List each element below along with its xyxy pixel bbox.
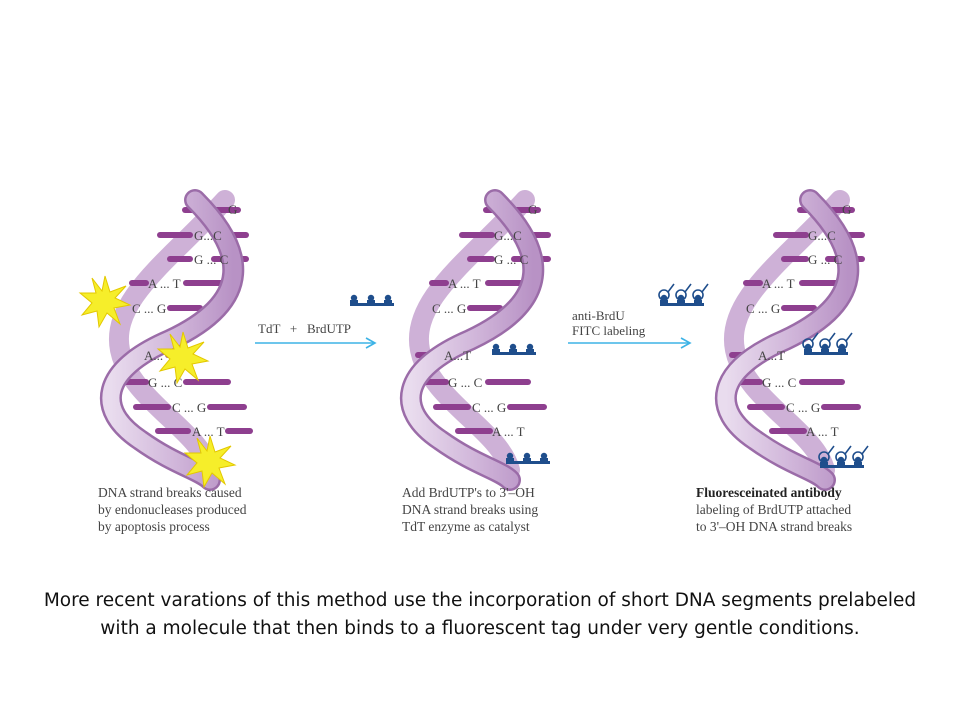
pair-label: G...C: [808, 228, 836, 243]
pair-label: C ... G: [132, 301, 166, 316]
pair-label: G ... C: [194, 252, 228, 267]
arrow-2-label-line1: anti-BrdU: [572, 308, 625, 323]
caption-1-line2: by endonucleases produced: [98, 502, 247, 517]
antibody-icon: [692, 283, 709, 301]
antibody-icon: [852, 445, 869, 463]
caption-3-line2: labeling of BrdUTP attached: [696, 502, 851, 517]
pair-label: A ... T: [762, 276, 795, 291]
brdutp-unit: [492, 343, 500, 355]
arrow-labels: TdT + BrdUTP anti-BrdU FITC labeling: [258, 308, 646, 338]
arrow-2-label-line2: FITC labeling: [572, 323, 646, 338]
pair-label: A ... T: [148, 276, 181, 291]
pair-label: G ... C: [762, 375, 796, 390]
panel-brdutp-added: G G...C G ... C A ... T C ... G A...T G …: [399, 189, 551, 491]
caption-2-line3: TdT enzyme as catalyst: [402, 519, 530, 534]
pair-label: C ... G: [746, 301, 780, 316]
starburst-icon: [78, 275, 132, 329]
brdutp-unit: [367, 294, 375, 306]
pair-label: G ... C: [808, 252, 842, 267]
panel-captions: DNA strand breaks caused by endonuclease…: [98, 485, 852, 534]
pair-label: G: [228, 202, 237, 217]
pair-label: A...T: [758, 348, 785, 363]
brdutp-unit: [350, 294, 358, 306]
caption-1-line1: DNA strand breaks caused: [98, 485, 242, 500]
base-pair-labels: G G...C G ... C A ... T C ... G A...T G …: [746, 202, 851, 439]
pair-label: G...C: [494, 228, 522, 243]
brdutp-unit: [526, 343, 534, 355]
base-pair-labels: G G...C G ... C A ... T C ... G A...T G …: [432, 202, 537, 439]
arrow-1: [255, 337, 377, 349]
pair-label: C ... G: [472, 400, 506, 415]
pair-label: C ... G: [172, 400, 206, 415]
pair-label: A ... T: [448, 276, 481, 291]
brdutp-unit: [523, 452, 531, 464]
pair-label: A...: [144, 348, 163, 363]
caption-3-bold: Fluoresceinated antibody: [696, 485, 842, 500]
pair-label: A ... T: [192, 424, 225, 439]
brdutp-unit: [540, 452, 548, 464]
pair-label: C ... G: [432, 301, 466, 316]
brdutp-nucleotides: [350, 294, 550, 464]
caption-3-line3: to 3'–OH DNA strand breaks: [696, 519, 852, 534]
caption-2-line1: Add BrdUTP's to 3'–OH: [402, 485, 535, 500]
pair-label: A ... T: [492, 424, 525, 439]
panel-fitc-labeled: G G...C G ... C A ... T C ... G A...T G …: [714, 189, 865, 491]
arrow-1-label: TdT + BrdUTP: [258, 321, 351, 336]
antibody-icon: [675, 283, 692, 301]
caption-2-line2: DNA strand breaks using: [402, 502, 538, 517]
brdutp-unit: [506, 452, 514, 464]
pair-label: G ... C: [448, 375, 482, 390]
starburst-icon: [183, 435, 237, 489]
antibody-icon: [818, 445, 835, 463]
caption-1-line3: by apoptosis process: [98, 519, 210, 534]
antibody-icon: [802, 332, 819, 350]
pair-label: G: [528, 202, 537, 217]
pair-label: C ... G: [786, 400, 820, 415]
antibody-icon: [819, 332, 836, 350]
antibody-icon: [836, 332, 853, 350]
pair-label: A...T: [444, 348, 471, 363]
pair-label: A ... T: [806, 424, 839, 439]
starburst-icon: [156, 331, 210, 385]
brdutp-unit: [384, 294, 392, 306]
pair-label: G ... C: [148, 375, 182, 390]
pair-label: G ... C: [494, 252, 528, 267]
base-pair-labels: G G...C G ... C A ... T C ... G A... G .…: [132, 202, 237, 439]
brdutp-unit: [509, 343, 517, 355]
antibody-icon: [835, 445, 852, 463]
pair-label: G...C: [194, 228, 222, 243]
pair-label: G: [842, 202, 851, 217]
panel-dna-breaks: G G...C G ... C A ... T C ... G A... G .…: [78, 189, 253, 491]
bottom-description: More recent varations of this method use…: [43, 590, 917, 639]
arrow-2: [568, 337, 692, 349]
antibody-icon: [658, 283, 675, 301]
fitc-antibody-labels: [658, 283, 869, 468]
